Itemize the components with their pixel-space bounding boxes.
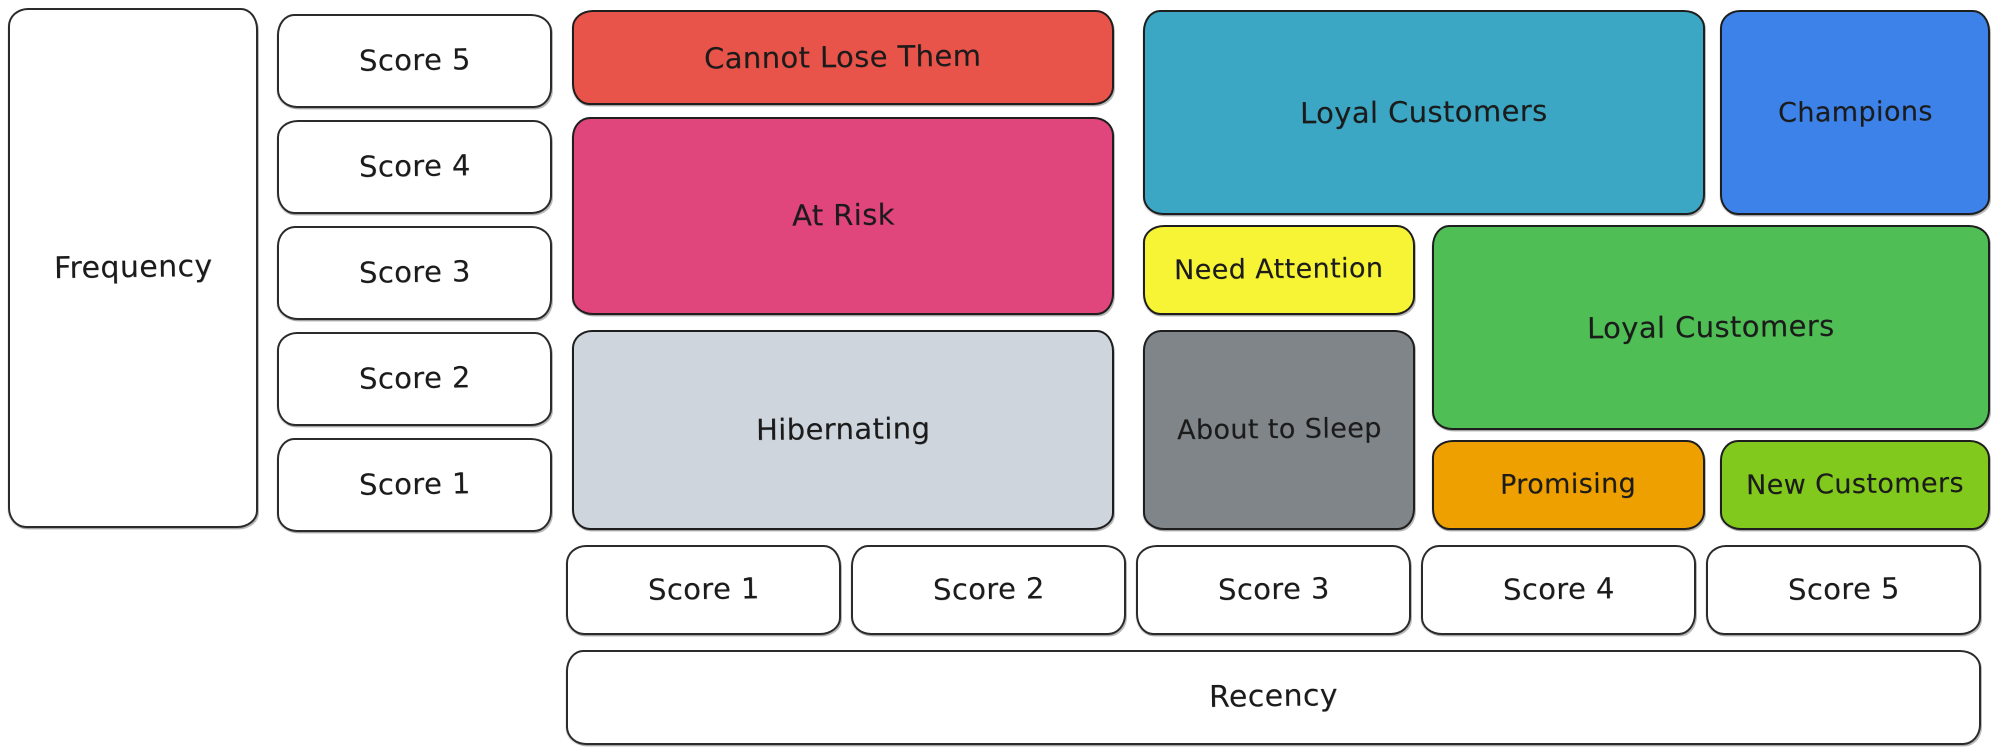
frequency-score-3-label: Score 3: [358, 254, 471, 291]
segment-loyal-customers-teal-label: Loyal Customers: [1300, 93, 1548, 131]
recency-axis-title: Recency: [566, 650, 1981, 745]
recency-axis-label: Recency: [1208, 678, 1339, 716]
recency-score-4-label: Score 4: [1502, 571, 1615, 608]
segment-hibernating-label: Hibernating: [755, 411, 931, 448]
frequency-score-1-label: Score 1: [358, 466, 471, 503]
frequency-score-5-label: Score 5: [358, 42, 471, 79]
segment-champions-label: Champions: [1777, 96, 1933, 129]
frequency-axis-label: Frequency: [53, 248, 213, 286]
recency-score-3-label: Score 3: [1217, 571, 1330, 608]
frequency-score-2[interactable]: Score 2: [277, 332, 552, 426]
frequency-score-4-label: Score 4: [358, 148, 471, 185]
segment-new-customers[interactable]: New Customers: [1720, 440, 1990, 530]
frequency-score-3[interactable]: Score 3: [277, 226, 552, 320]
segment-hibernating[interactable]: Hibernating: [572, 330, 1114, 530]
recency-score-5-label: Score 5: [1787, 571, 1900, 608]
frequency-score-5[interactable]: Score 5: [277, 14, 552, 108]
segment-cannot-lose-them-label: Cannot Lose Them: [704, 38, 982, 76]
segment-about-to-sleep-label: About to Sleep: [1176, 413, 1382, 447]
recency-score-1[interactable]: Score 1: [566, 545, 841, 635]
recency-score-2-label: Score 2: [932, 571, 1045, 608]
segment-at-risk[interactable]: At Risk: [572, 117, 1114, 315]
segment-loyal-customers-green[interactable]: Loyal Customers: [1432, 225, 1990, 430]
segment-need-attention[interactable]: Need Attention: [1143, 225, 1415, 315]
recency-score-4[interactable]: Score 4: [1421, 545, 1696, 635]
frequency-axis-title: Frequency: [8, 8, 258, 528]
segment-need-attention-label: Need Attention: [1174, 253, 1384, 287]
segment-champions[interactable]: Champions: [1720, 10, 1990, 215]
segment-at-risk-label: At Risk: [791, 197, 895, 233]
segment-loyal-customers-green-label: Loyal Customers: [1587, 308, 1835, 346]
segment-about-to-sleep[interactable]: About to Sleep: [1143, 330, 1415, 530]
frequency-score-2-label: Score 2: [358, 360, 471, 397]
recency-score-3[interactable]: Score 3: [1136, 545, 1411, 635]
frequency-score-4[interactable]: Score 4: [277, 120, 552, 214]
segment-promising-label: Promising: [1500, 468, 1637, 502]
frequency-score-1[interactable]: Score 1: [277, 438, 552, 532]
segment-promising[interactable]: Promising: [1432, 440, 1705, 530]
segment-new-customers-label: New Customers: [1745, 468, 1965, 502]
recency-score-1-label: Score 1: [647, 571, 760, 608]
segment-loyal-customers-teal[interactable]: Loyal Customers: [1143, 10, 1705, 215]
segment-cannot-lose-them[interactable]: Cannot Lose Them: [572, 10, 1114, 105]
recency-score-2[interactable]: Score 2: [851, 545, 1126, 635]
recency-score-5[interactable]: Score 5: [1706, 545, 1981, 635]
